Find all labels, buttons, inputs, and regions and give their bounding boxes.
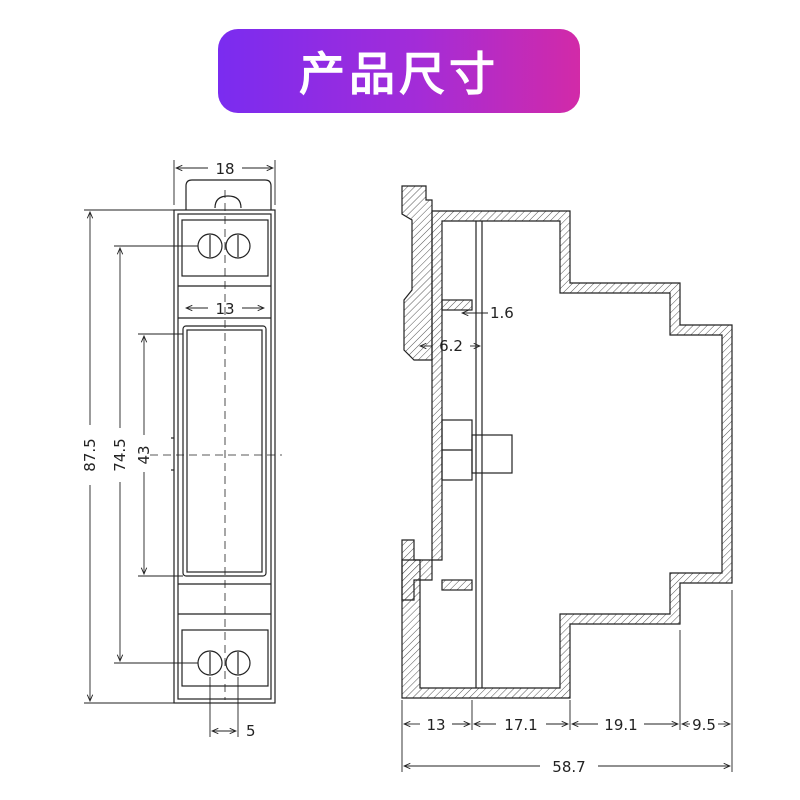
- front-view: [150, 179, 282, 704]
- screw-icon: [225, 650, 251, 676]
- front-top-tab: [185, 179, 272, 210]
- side-housing-wall: [401, 210, 733, 699]
- front-window: [182, 325, 267, 577]
- dim-window-width: 13: [215, 300, 234, 318]
- dim-window-height: 43: [135, 445, 153, 464]
- front-window-inner: [186, 329, 263, 573]
- title-banner: 产品尺寸: [218, 29, 580, 113]
- dim-hole-height: 74.5: [111, 438, 129, 471]
- front-tab-notch: [214, 195, 242, 209]
- side-connector-plug: [471, 434, 513, 474]
- front-body-inner: [177, 213, 272, 700]
- dim-6-2: 6.2: [439, 337, 463, 355]
- side-slot-upper: [441, 299, 473, 311]
- screw-icon: [225, 233, 251, 259]
- page-title: 产品尺寸: [299, 47, 499, 101]
- dim-total-depth: 58.7: [552, 758, 585, 776]
- dim-hole-spacing: 5: [246, 722, 256, 740]
- side-slot-lower: [441, 579, 473, 591]
- dim-1-6: 1.6: [490, 304, 514, 322]
- dim-total-height: 87.5: [81, 438, 99, 471]
- dim-seg-19-1: 19.1: [604, 716, 637, 734]
- dim-seg-17-1: 17.1: [504, 716, 537, 734]
- dim-width: 18: [215, 160, 234, 178]
- side-din-clip: [401, 185, 433, 361]
- dim-seg-13: 13: [426, 716, 445, 734]
- side-din-clip-lower: [401, 559, 433, 601]
- front-body-outline: [173, 209, 276, 704]
- dim-seg-9-5: 9.5: [692, 716, 716, 734]
- front-dimensions: [84, 160, 276, 737]
- side-dimensions: [401, 313, 733, 772]
- side-view: [401, 185, 733, 699]
